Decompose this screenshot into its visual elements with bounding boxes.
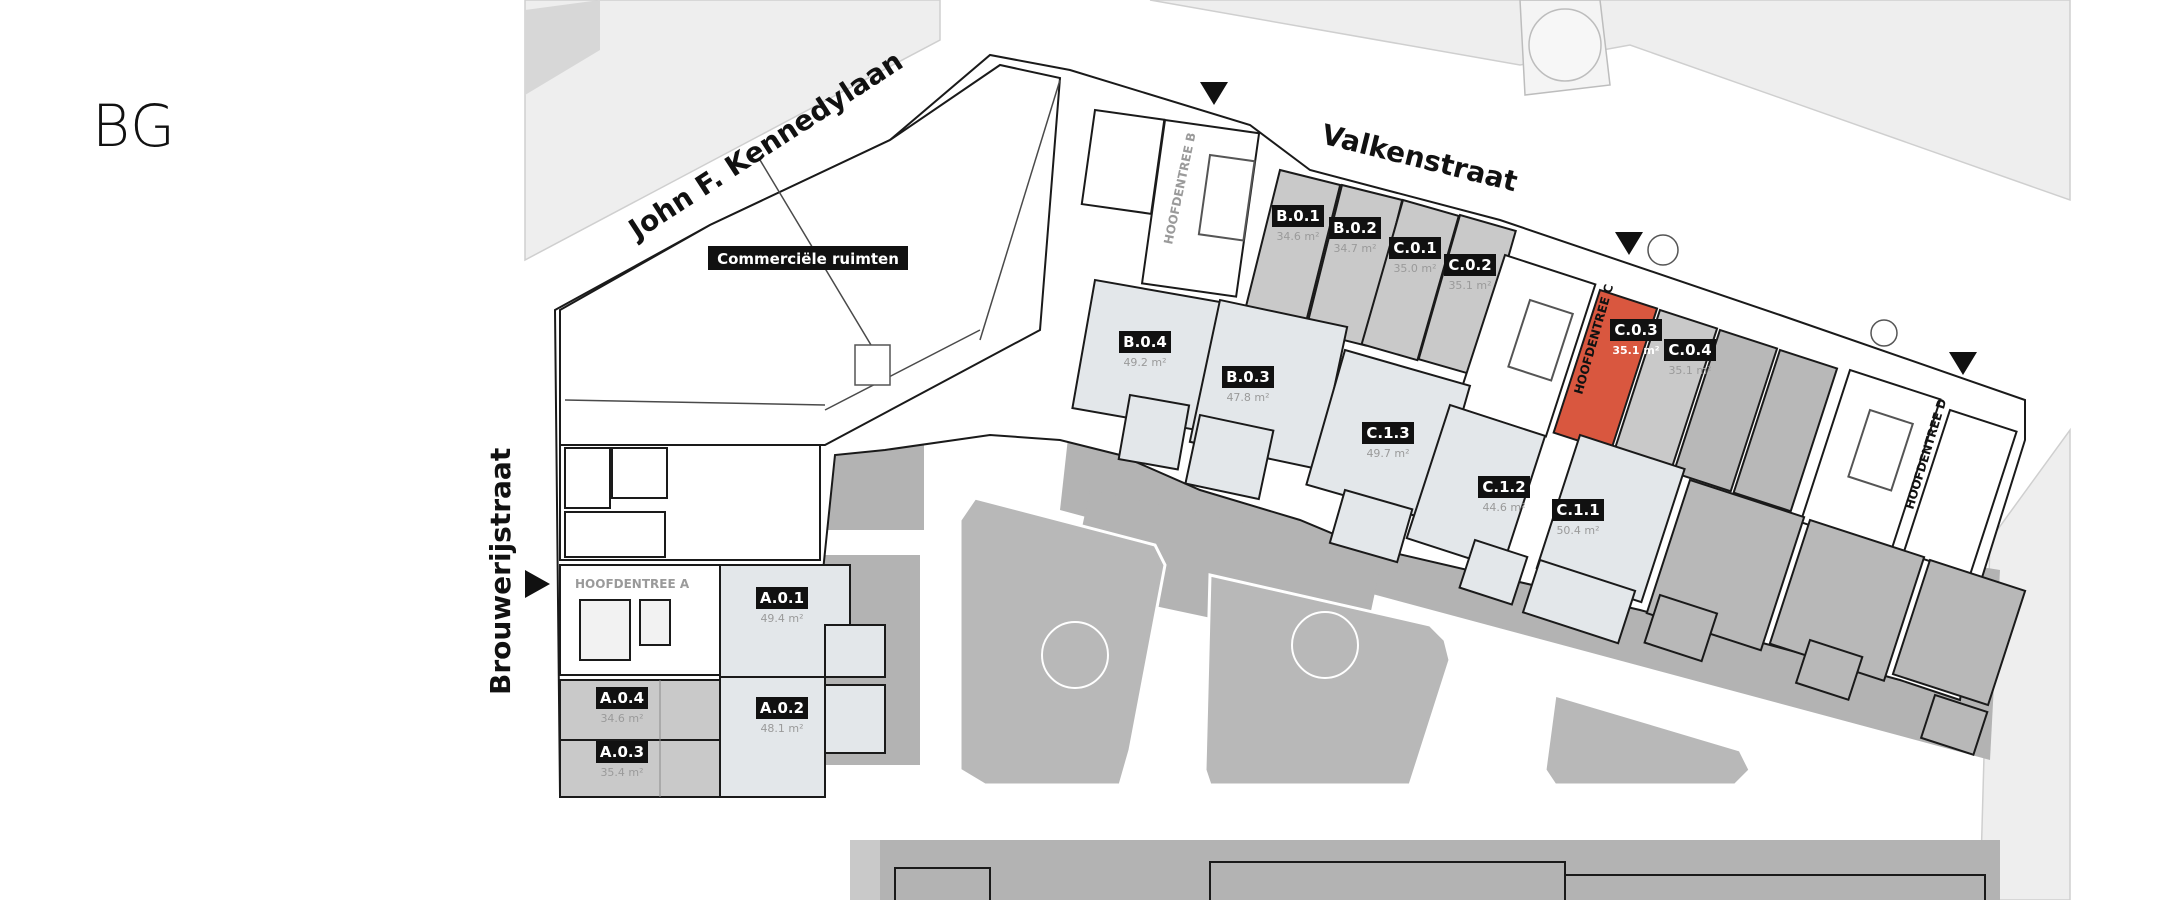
bottom-buildings — [894, 861, 1986, 900]
unit-area-label: 48.1 m² — [760, 722, 803, 735]
unit-c-1-2[interactable]: C.1.2 44.6 m² — [1478, 476, 1530, 514]
courtyard — [958, 496, 1752, 787]
unit-area-label: 35.0 m² — [1393, 262, 1436, 275]
unit-label-bg — [1362, 422, 1414, 444]
north-row-units — [1080, 108, 2018, 576]
unit-id-label: C.1.1 — [1556, 501, 1599, 519]
unit-id-label: B.0.3 — [1226, 368, 1270, 386]
entrance-arrow-b — [1200, 82, 1228, 105]
unit-label-bg — [756, 587, 808, 609]
unit-c-0-3[interactable]: C.0.3 35.1 m² — [1610, 319, 1662, 357]
unit-label-bg — [1444, 254, 1496, 276]
unit-label-bg — [1329, 217, 1381, 239]
unit-area-label: 35.1 m² — [1448, 279, 1491, 292]
block-a — [559, 444, 886, 798]
unit-id-label: C.0.3 — [1614, 321, 1657, 339]
unit-area-label: 50.4 m² — [1556, 524, 1599, 537]
unit-id-label: B.0.4 — [1123, 333, 1167, 351]
unit-label-bg — [1119, 331, 1171, 353]
unit-label-bg — [756, 697, 808, 719]
entrance-markers — [525, 82, 1977, 598]
unit-area-label: 49.2 m² — [1123, 356, 1166, 369]
unit-area-label: 35.4 m² — [600, 766, 643, 779]
unit-label-bg — [1389, 237, 1441, 259]
street-label-brouwerijstraat: Brouwerijstraat — [484, 448, 517, 695]
entrance-label-a: HOOFDENTREE A — [575, 577, 690, 591]
south-row-units — [1071, 278, 2027, 757]
unit-c-1-1[interactable]: C.1.1 50.4 m² — [1552, 499, 1604, 537]
unit-id-label: C.1.3 — [1366, 424, 1409, 442]
unit-label-bg — [1478, 476, 1530, 498]
unit-label-bg — [1664, 339, 1716, 361]
unit-a-0-1[interactable]: A.0.1 49.4 m² — [756, 587, 808, 625]
unit-area-label: 47.8 m² — [1226, 391, 1269, 404]
unit-id-label: A.0.2 — [760, 699, 804, 717]
commercial-label: Commerciële ruimten — [717, 250, 899, 268]
unit-b-0-4[interactable]: B.0.4 49.2 m² — [1119, 331, 1171, 369]
unit-c-0-2[interactable]: C.0.2 35.1 m² — [1444, 254, 1496, 292]
unit-id-label: A.0.1 — [760, 589, 804, 607]
entrance-arrow-a — [525, 570, 550, 598]
unit-b-0-1[interactable]: B.0.1 34.6 m² — [1272, 205, 1324, 243]
unit-id-label: A.0.3 — [600, 743, 644, 761]
unit-c-1-3[interactable]: C.1.3 49.7 m² — [1362, 422, 1414, 460]
unit-label-bg — [1272, 205, 1324, 227]
unit-id-label: B.0.1 — [1276, 207, 1320, 225]
unit-b-0-3[interactable]: B.0.3 47.8 m² — [1222, 366, 1274, 404]
unit-area-label: 49.7 m² — [1366, 447, 1409, 460]
unit-area-label: 34.7 m² — [1333, 242, 1376, 255]
commercial-interior — [564, 79, 1061, 411]
unit-a-0-2[interactable]: A.0.2 48.1 m² — [756, 697, 808, 735]
entrance-arrow-d — [1949, 352, 1977, 375]
unit-area-label: 34.6 m² — [600, 712, 643, 725]
unit-area-label: 35.1 m² — [1612, 344, 1659, 357]
unit-id-label: A.0.4 — [600, 689, 644, 707]
unit-label-bg — [1610, 319, 1662, 341]
unit-a-0-4[interactable]: A.0.4 34.6 m² — [596, 687, 648, 725]
commercial-label-bg — [708, 246, 908, 270]
unit-area-label: 34.6 m² — [1276, 230, 1319, 243]
floor-title: BG — [92, 92, 176, 160]
unit-area-label: 35.1 m² — [1668, 364, 1711, 377]
unit-c-0-1[interactable]: C.0.1 35.0 m² — [1389, 237, 1441, 275]
unit-c-0-4[interactable]: C.0.4 35.1 m² — [1664, 339, 1716, 377]
unit-label-bg — [1222, 366, 1274, 388]
unit-a-0-3[interactable]: A.0.3 35.4 m² — [596, 741, 648, 779]
unit-label-bg — [596, 741, 648, 763]
unit-id-label: C.1.2 — [1482, 478, 1525, 496]
unit-area-label: 44.6 m² — [1482, 501, 1525, 514]
unit-id-label: C.0.1 — [1393, 239, 1436, 257]
entrance-arrow-c — [1615, 232, 1643, 255]
unit-label-bg — [1552, 499, 1604, 521]
streets-background — [524, 0, 2071, 900]
unit-id-label: B.0.2 — [1333, 219, 1377, 237]
unit-id-label: C.0.4 — [1668, 341, 1711, 359]
unit-id-label: C.0.2 — [1448, 256, 1491, 274]
unit-label-bg — [596, 687, 648, 709]
unit-area-label: 49.4 m² — [760, 612, 803, 625]
unit-b-0-2[interactable]: B.0.2 34.7 m² — [1329, 217, 1381, 255]
